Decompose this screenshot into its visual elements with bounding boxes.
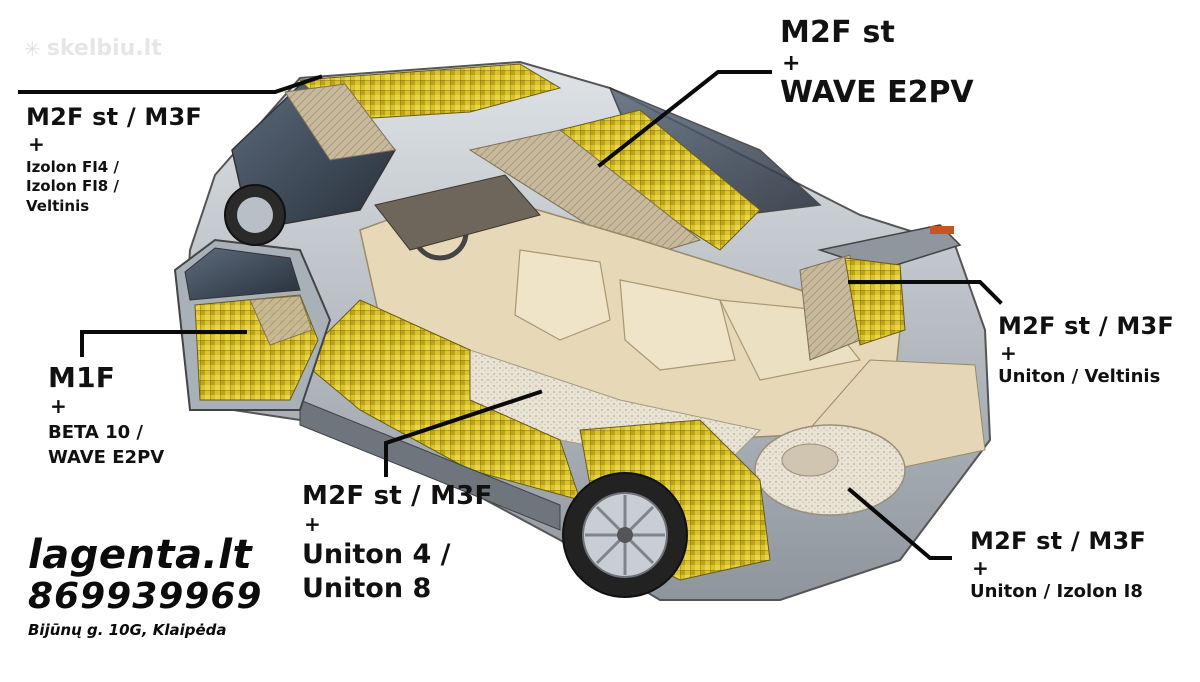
leader-roof-center (597, 70, 772, 168)
plus-sign: + (782, 50, 801, 76)
callout-door: M1F + BETA 10 / WAVE E2PV (48, 361, 165, 471)
website-text: lagenta.lt (28, 532, 253, 578)
label-line: Veltinis (26, 196, 90, 215)
leader-trunk (848, 280, 1003, 305)
label-line: Uniton / Veltinis (998, 365, 1161, 387)
label-line: Uniton / Izolon I8 (970, 580, 1143, 602)
label-main: M2F st / M3F (970, 527, 1146, 555)
door-glass (184, 247, 301, 301)
address-text: Bijūnų g. 10G, Klaipėda (28, 621, 227, 639)
watermark-text: skelbiu.lt (46, 36, 162, 61)
spare-wheel-hole (781, 443, 839, 477)
plus-sign: + (50, 394, 67, 419)
rear-seat (619, 279, 736, 371)
label-main: M2F st / M3F (26, 103, 202, 131)
plus-sign: + (304, 511, 321, 536)
callout-roof-center: M2F st + WAVE E2PV (780, 15, 974, 110)
watermark: ✳ skelbiu.lt (24, 36, 162, 61)
brake-light (930, 226, 954, 234)
plus-sign: + (972, 555, 989, 580)
trunk-insulation (844, 257, 906, 346)
plus-sign: + (28, 131, 45, 156)
callout-floor: M2F st / M3F + Uniton 4 / Uniton 8 (302, 481, 493, 605)
label-line: BETA 10 / (48, 422, 143, 444)
label-line: WAVE E2PV (48, 447, 165, 469)
label-line: Uniton 4 / (302, 538, 451, 570)
callout-wheel-arch: M2F st / M3F + Uniton / Izolon I8 (970, 527, 1146, 602)
label-main: M1F (48, 361, 116, 394)
rear-wheel-hub (617, 527, 633, 543)
leader-wheel (847, 487, 952, 560)
asterisk-logo-icon: ✳ (24, 36, 41, 61)
contact-block: lagenta.lt 869939969 Bijūnų g. 10G, Klai… (28, 532, 262, 639)
plus-sign: + (1000, 340, 1017, 365)
roof-felt (284, 83, 396, 161)
label-main: M2F st / M3F (998, 312, 1174, 340)
phone-number: 869939969 (28, 576, 263, 617)
leader-roof-front (18, 74, 323, 94)
label-line: Izolon FI4 / (26, 157, 119, 176)
door-felt (249, 295, 313, 346)
dashboard (374, 174, 541, 251)
label-line: Uniton 8 (302, 572, 432, 604)
callout-trunk: M2F st / M3F + Uniton / Veltinis (998, 312, 1174, 387)
label-line: WAVE E2PV (780, 74, 974, 110)
roof-felt-center (468, 129, 702, 259)
leader-floor (384, 389, 543, 477)
front-seat (514, 249, 611, 341)
label-main: M2F st (780, 15, 896, 50)
label-main: M2F st / M3F (302, 481, 493, 511)
callout-lines (18, 70, 1003, 560)
leader-door (80, 330, 247, 357)
label-line: Izolon FI8 / (26, 177, 119, 196)
callout-roof-front: M2F st / M3F + Izolon FI4 / Izolon FI8 /… (26, 103, 202, 216)
sill-panel (299, 399, 561, 531)
